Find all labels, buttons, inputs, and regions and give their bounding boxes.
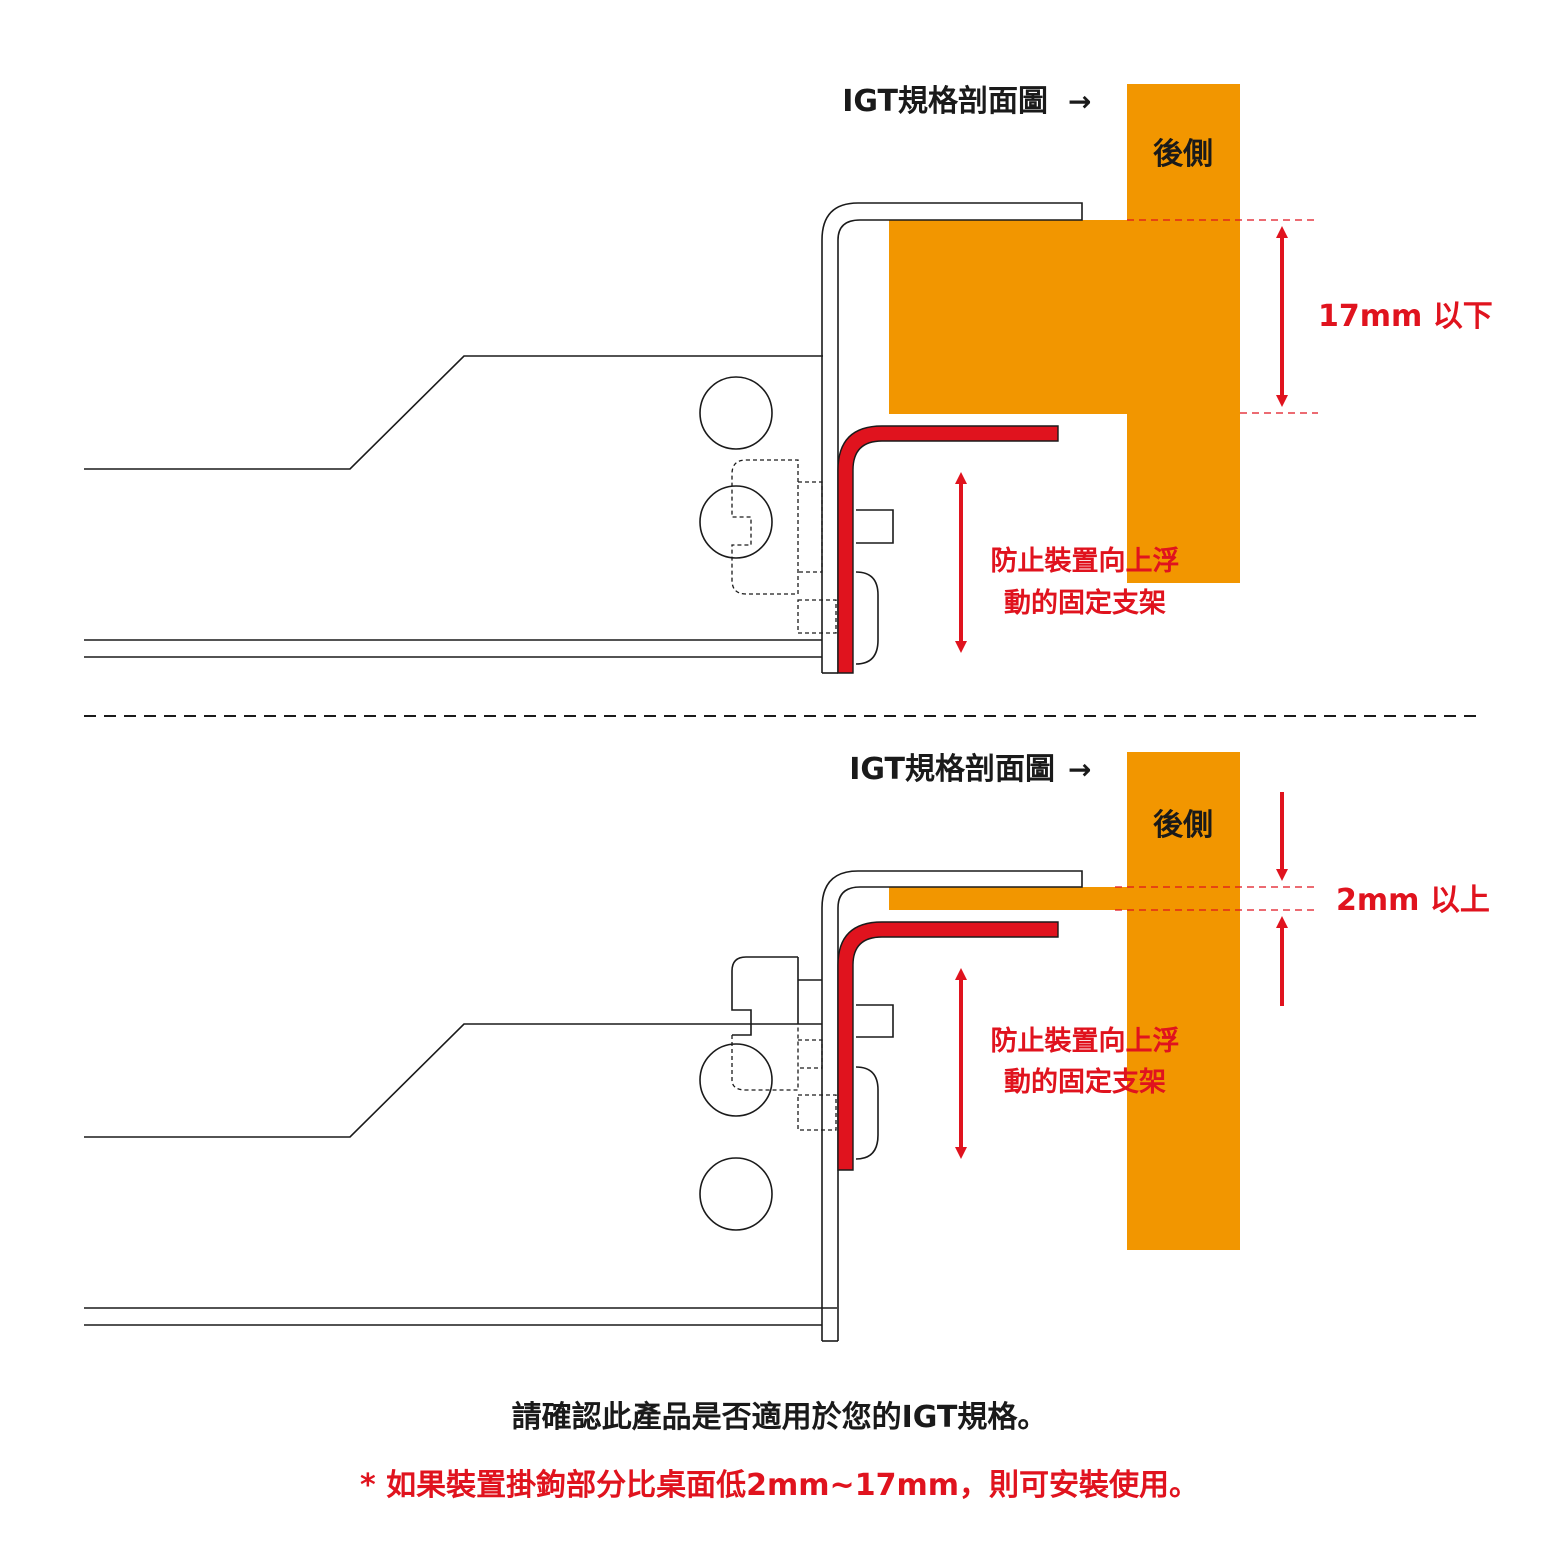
top-hidden-parts — [731, 459, 837, 634]
top-rear-label: 後側 — [1153, 137, 1213, 172]
bottom-hidden-parts — [731, 1024, 837, 1131]
top-dimension-guides — [1127, 219, 1318, 414]
bottom-rear-label: 後側 — [1153, 808, 1213, 843]
footer-condition: * 如果裝置掛鉤部分比桌面低2mm~17mm，則可安裝使用。 — [360, 1468, 1199, 1503]
bottom-bracket-label-line1: 防止裝置向上浮 — [991, 1025, 1180, 1057]
bottom-bracket-label-line2: 動的固定支架 — [1004, 1066, 1166, 1098]
top-table-board — [889, 84, 1240, 583]
top-section-title: IGT規格剖面圖 — [842, 84, 1048, 119]
bottom-title-arrow: → — [1068, 753, 1091, 786]
bottom-dimension-label: 2mm 以上 — [1336, 883, 1490, 918]
top-title-arrow: → — [1068, 85, 1091, 118]
bottom-dimension-guides — [1115, 886, 1318, 911]
top-bracket-label-line2: 動的固定支架 — [1004, 587, 1166, 619]
bottom-device-body — [84, 870, 1083, 1342]
bottom-fixing-bracket — [837, 921, 1059, 1171]
footer-note: 請確認此產品是否適用於您的IGT規格。 — [511, 1400, 1048, 1435]
top-bracket-label-line1: 防止裝置向上浮 — [991, 545, 1180, 577]
top-fixing-bracket — [837, 425, 1059, 674]
top-dimension-label: 17mm 以下 — [1318, 299, 1493, 334]
top-diagram: IGT規格剖面圖 → 後側 17mm 以下 防止裝置向上浮 動的固定支架 — [84, 84, 1493, 674]
bottom-table-board — [889, 752, 1240, 1250]
bottom-section-title: IGT規格剖面圖 — [849, 752, 1055, 787]
top-device-body — [84, 202, 1083, 674]
bottom-diagram: IGT規格剖面圖 → 後側 2mm 以上 防止裝置向上浮 動的固定支架 — [84, 752, 1490, 1342]
